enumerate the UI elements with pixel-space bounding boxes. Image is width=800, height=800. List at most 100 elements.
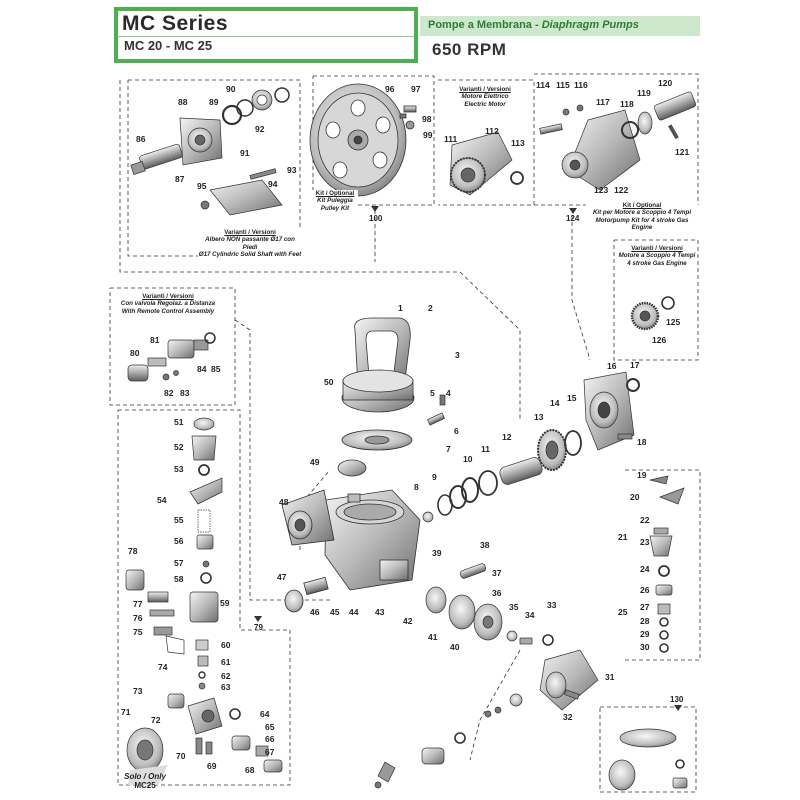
part-number-38: 38 (480, 540, 490, 550)
part-number-60: 60 (221, 640, 231, 650)
part-number-126: 126 (652, 335, 666, 345)
link-top-to-body (119, 80, 521, 420)
part-number-26: 26 (640, 585, 650, 595)
part-number-18: 18 (637, 437, 647, 447)
part-number-6: 6 (454, 426, 459, 436)
ref-130-arrow (674, 705, 682, 711)
part-number-95: 95 (197, 181, 207, 191)
part-number-21: 21 (618, 532, 628, 542)
part-number-116: 116 (574, 80, 588, 90)
frame-shaft-variant (127, 79, 301, 257)
part-number-24: 24 (640, 564, 650, 574)
ref-130: 130 (670, 695, 684, 704)
part-number-17: 17 (630, 360, 640, 370)
part-number-92: 92 (255, 124, 265, 134)
part-number-88: 88 (178, 97, 188, 107)
caption-gas-engine-variant: Varianti / Versioni Motore a Scoppio 4 T… (617, 245, 697, 268)
part-number-55: 55 (174, 515, 184, 525)
part-number-54: 54 (157, 495, 167, 505)
part-number-47: 47 (277, 572, 287, 582)
part-number-29: 29 (640, 629, 650, 639)
part-number-19: 19 (637, 470, 647, 480)
frame-gas-variant (613, 239, 699, 361)
part-number-96: 96 (385, 84, 395, 94)
part-number-98: 98 (422, 114, 432, 124)
series-title-box (114, 7, 418, 63)
pump-body (281, 317, 421, 613)
caption-electric-motor: Varianti / Versioni Motore Elettrico Ele… (453, 86, 517, 109)
part-number-111: 111 (444, 134, 458, 144)
part-number-41: 41 (428, 632, 438, 642)
part-number-75: 75 (133, 627, 143, 637)
part-number-32: 32 (563, 712, 573, 722)
part-number-49: 49 (310, 457, 320, 467)
frame-pulley-kit (312, 75, 435, 206)
part-number-23: 23 (640, 537, 650, 547)
part-number-62: 62 (221, 671, 231, 681)
part-number-66: 66 (265, 734, 275, 744)
gas-engine-gear (630, 296, 675, 331)
part-number-8: 8 (414, 482, 419, 492)
part-number-50: 50 (324, 377, 334, 387)
piston-group (374, 563, 599, 789)
part-number-69: 69 (207, 761, 217, 771)
part-number-89: 89 (209, 97, 219, 107)
caption-gas-engine-kit: Kit / Optional Kit per Motore a Scoppio … (586, 202, 698, 232)
ref-100-arrow (371, 206, 379, 212)
part-number-14: 14 (550, 398, 560, 408)
part-number-58: 58 (174, 574, 184, 584)
part-number-36: 36 (492, 588, 502, 598)
link-remote-to-body (234, 319, 330, 601)
part-number-56: 56 (174, 536, 184, 546)
caption-remote-control: Varianti / Versioni Con valvola Regolaz.… (118, 293, 218, 316)
caption-solo-mc25: Solo / Only MC25 (124, 772, 166, 790)
part-number-72: 72 (151, 715, 161, 725)
part-number-117: 117 (596, 97, 610, 107)
part-number-121: 121 (675, 147, 689, 157)
part-number-12: 12 (502, 432, 512, 442)
part-number-3: 3 (455, 350, 460, 360)
part-number-113: 113 (511, 138, 525, 148)
part-number-68: 68 (245, 765, 255, 775)
ref-79-arrow (254, 616, 262, 622)
series-title: MC Series (122, 12, 229, 35)
remote-control-assembly (127, 332, 216, 382)
part-number-94: 94 (268, 179, 278, 189)
part-number-22: 22 (640, 515, 650, 525)
part-number-30: 30 (640, 642, 650, 652)
part-number-51: 51 (174, 417, 184, 427)
part-number-9: 9 (432, 472, 437, 482)
title-divider (118, 36, 414, 37)
part-number-63: 63 (221, 682, 231, 692)
reference-markers: 100 124 79 130 (254, 206, 684, 711)
part-number-78: 78 (128, 546, 138, 556)
category-label: Pompe a Membrana - Diaphragm Pumps (428, 19, 639, 31)
part-number-65: 65 (265, 722, 275, 732)
crank-shaft-train (422, 371, 640, 523)
part-number-90: 90 (226, 84, 236, 94)
frame-remote-control (109, 287, 236, 406)
part-number-82: 82 (164, 388, 174, 398)
part-number-15: 15 (567, 393, 577, 403)
part-number-25: 25 (618, 607, 628, 617)
part-number-84: 84 (197, 364, 207, 374)
part-number-71: 71 (121, 707, 131, 717)
part-number-11: 11 (481, 444, 490, 454)
frame-electric-motor (438, 79, 535, 206)
part-number-31: 31 (605, 672, 615, 682)
part-number-34: 34 (525, 610, 535, 620)
part-number-37: 37 (492, 568, 502, 578)
part-number-122: 122 (614, 185, 628, 195)
part-number-33: 33 (547, 600, 557, 610)
part-number-57: 57 (174, 558, 184, 568)
electric-motor-adapter (449, 131, 524, 196)
part-number-114: 114 (536, 80, 550, 90)
part-number-73: 73 (133, 686, 143, 696)
frame-valve-column (117, 409, 291, 786)
part-number-123: 123 (594, 185, 608, 195)
part-number-76: 76 (133, 613, 143, 623)
part-number-61: 61 (221, 657, 231, 667)
